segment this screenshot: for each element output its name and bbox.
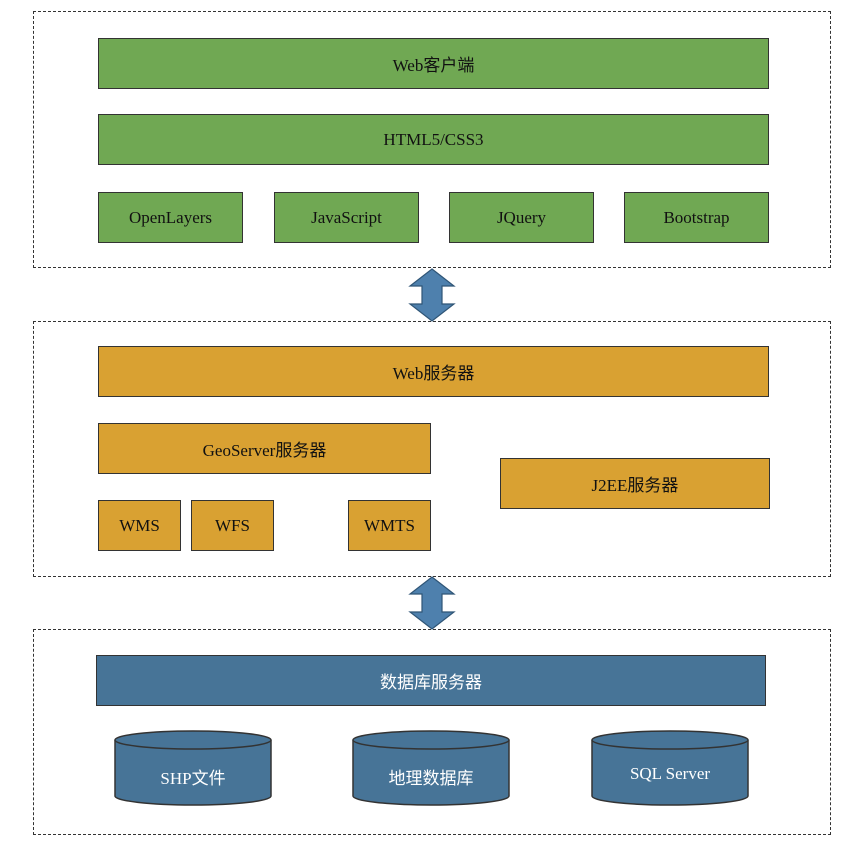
- geoserver-box: GeoServer服务器: [98, 423, 431, 474]
- database-icon: [591, 730, 749, 806]
- web-client-box: Web客户端: [98, 38, 769, 89]
- shp-file-label: SHP文件: [160, 769, 226, 788]
- j2ee-server-box: J2EE服务器: [500, 458, 770, 509]
- data-tier: [33, 629, 831, 835]
- bootstrap-box: Bootstrap: [624, 192, 769, 243]
- wmts-box: WMTS: [348, 500, 431, 551]
- double-arrow-icon: [408, 268, 456, 322]
- sql-server-label: SQL Server: [629, 764, 711, 783]
- html-css-box: HTML5/CSS3: [98, 114, 769, 165]
- geodatabase-cylinder: 地理数据库: [352, 730, 510, 806]
- database-icon: [114, 730, 272, 806]
- client-tier: [33, 11, 831, 268]
- shp-file-cylinder: SHP文件: [114, 730, 272, 806]
- sql-server-cylinder: SQL Server: [591, 730, 749, 806]
- web-server-box: Web服务器: [98, 346, 769, 397]
- double-arrow-icon: [408, 576, 456, 630]
- jquery-box: JQuery: [449, 192, 594, 243]
- geodatabase-label: 地理数据库: [388, 769, 474, 788]
- openlayers-box: OpenLayers: [98, 192, 243, 243]
- wms-box: WMS: [98, 500, 181, 551]
- javascript-box: JavaScript: [274, 192, 419, 243]
- db-server-box: 数据库服务器: [96, 655, 766, 706]
- wfs-box: WFS: [191, 500, 274, 551]
- database-icon: [352, 730, 510, 806]
